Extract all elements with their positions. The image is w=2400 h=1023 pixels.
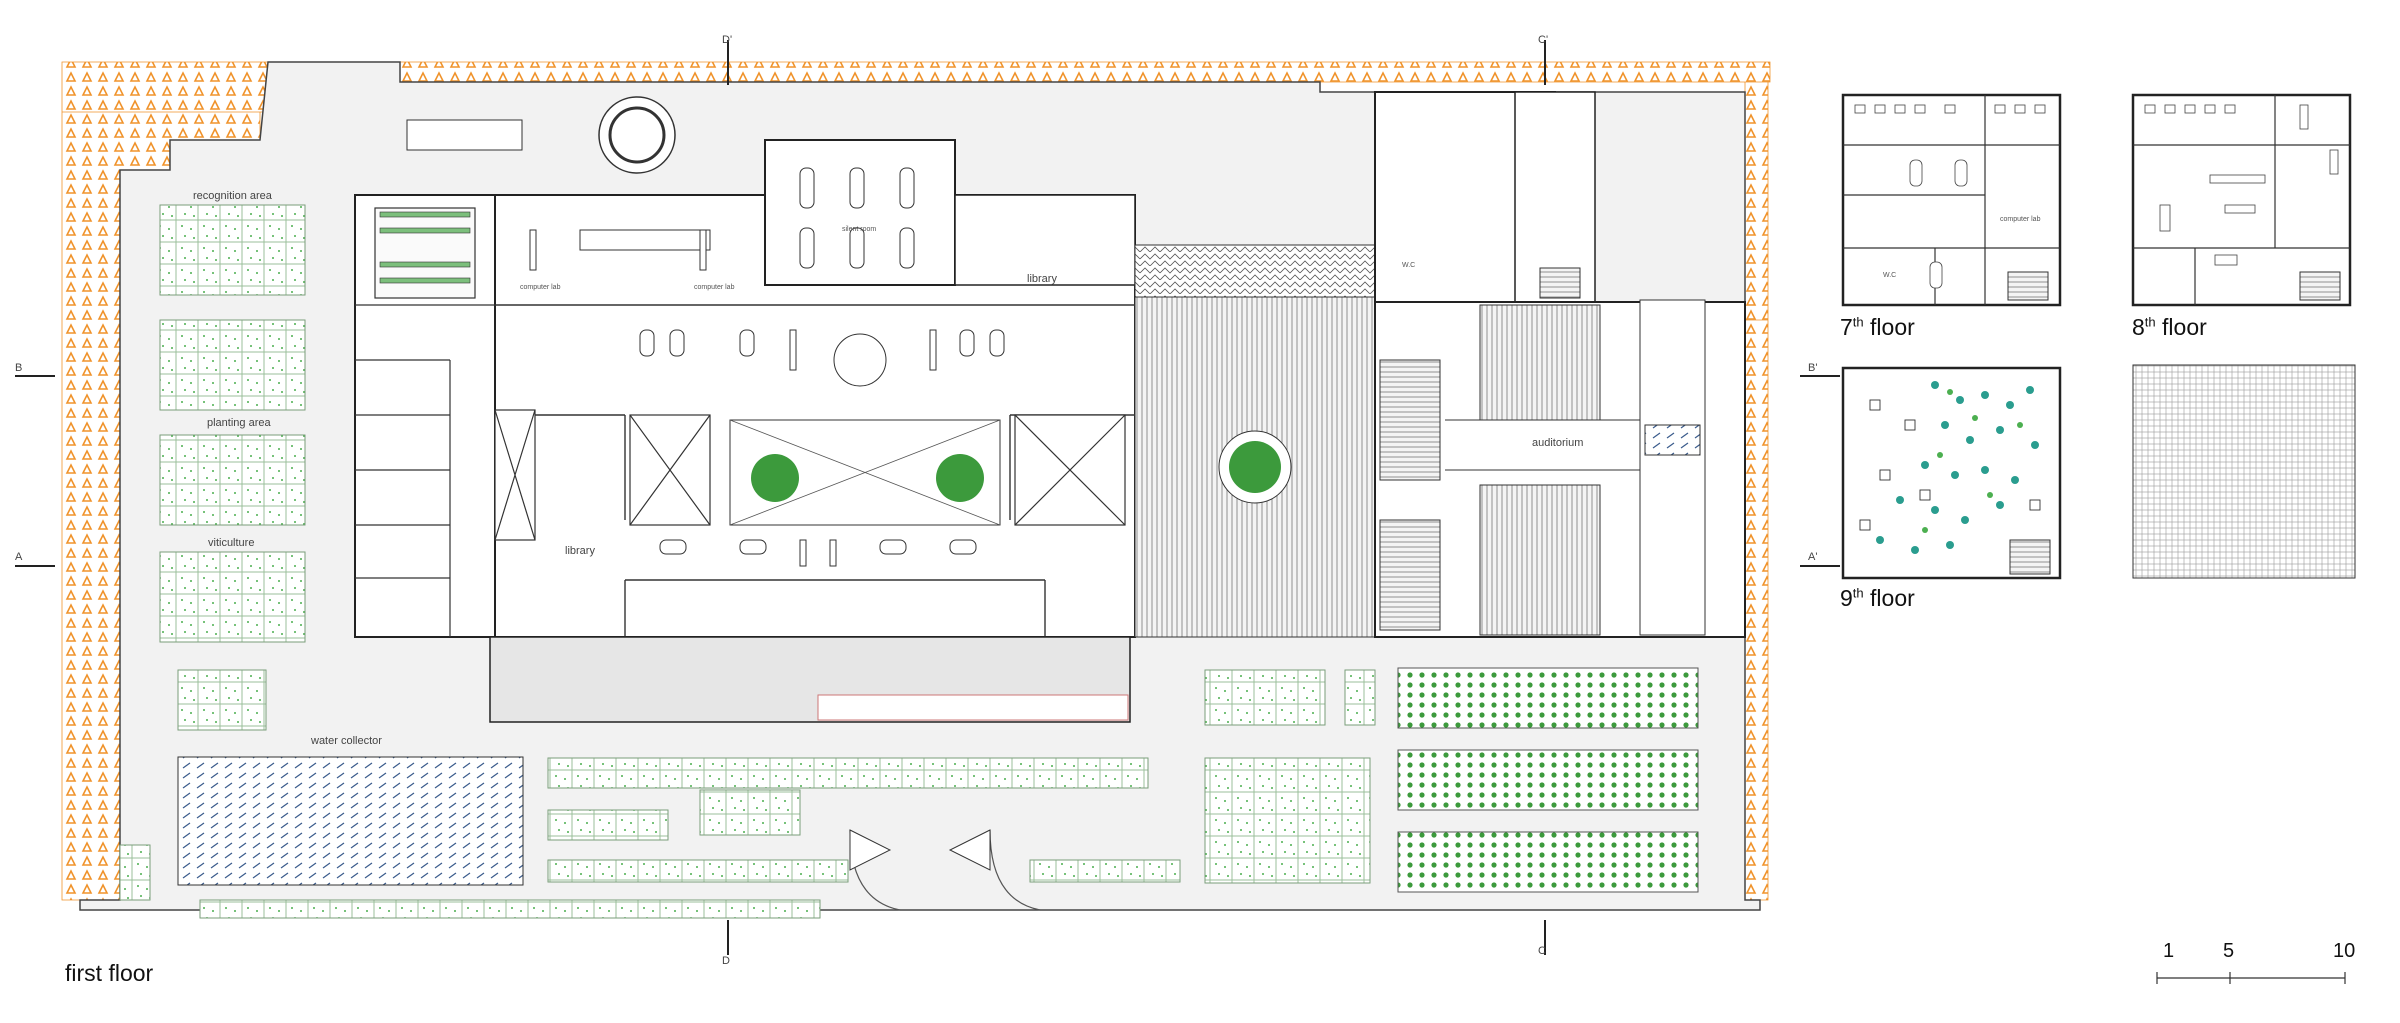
planting-strip-foot xyxy=(199,899,821,919)
double-height-voids xyxy=(494,409,1126,541)
seating-block xyxy=(406,119,523,151)
section-mark-d: D xyxy=(722,955,730,967)
library-upper-label: library xyxy=(1027,273,1057,285)
section-mark-b-prime: B' xyxy=(1808,362,1818,374)
planting-strip-south-2 xyxy=(547,809,669,841)
vine-rows-1 xyxy=(1397,667,1699,729)
planting-cluster-east-2 xyxy=(1204,757,1371,884)
planting-area-grid xyxy=(159,434,306,526)
entrance-gate xyxy=(849,829,991,871)
first-floor-title: first floor xyxy=(65,960,154,986)
wc-7th-label: W.C xyxy=(1883,272,1897,279)
atrium-diagonal xyxy=(729,419,1001,526)
lab-benches xyxy=(379,211,471,284)
section-mark-b: B xyxy=(15,362,23,374)
planting-grid-1 xyxy=(159,319,306,411)
water-collector-pool xyxy=(177,756,524,886)
planting-area-label: planting area xyxy=(207,417,271,429)
seventh-floor-plan xyxy=(1841,93,2062,307)
viticulture-grid xyxy=(159,551,306,643)
vine-rows-2 xyxy=(1397,749,1699,811)
scale-bar-graphic xyxy=(2156,972,2346,984)
computer-lab-7th-label: computer lab xyxy=(2000,216,2041,223)
round-feature-inner xyxy=(608,106,666,164)
library-upper-block xyxy=(954,194,1136,286)
vine-rows-3 xyxy=(1397,831,1699,893)
planting-cluster-east-3 xyxy=(1344,669,1376,726)
recognition-area-label: recognition area xyxy=(193,190,272,202)
section-markers xyxy=(15,40,1840,955)
silent-room-label: silent room xyxy=(842,226,877,233)
section-mark-a-prime: A' xyxy=(1808,551,1818,563)
planting-block-small xyxy=(177,669,267,731)
eighth-floor-title: 8th floor xyxy=(2132,314,2207,340)
auditorium-stair-west xyxy=(1379,359,1441,481)
planting-strip-south-5 xyxy=(1029,859,1181,883)
planting-block-corner xyxy=(119,844,151,901)
wc-label: W.C xyxy=(1402,262,1416,269)
computer-lab-label-2: computer lab xyxy=(694,284,735,291)
first-floor-plan xyxy=(15,40,1840,955)
roof-grid-plan xyxy=(2132,364,2356,579)
ninth-floor-title: 9th floor xyxy=(1840,585,1915,611)
seventh-floor-title: 7th floor xyxy=(1840,314,1915,340)
auditorium-seating-south xyxy=(1479,484,1601,636)
library-main-label: library xyxy=(565,545,595,557)
plaza-tree xyxy=(1229,441,1281,493)
plaza-paving-zigzag xyxy=(1134,244,1376,298)
stair-north xyxy=(1539,267,1581,299)
viticulture-label: viticulture xyxy=(208,537,255,549)
classroom-block xyxy=(1514,91,1596,303)
reading-tables xyxy=(529,167,1005,567)
section-mark-c: C xyxy=(1538,945,1546,957)
section-mark-d-prime: D' xyxy=(722,34,733,46)
planting-strip-south-3 xyxy=(699,789,801,836)
auditorium-east-corridor xyxy=(1639,299,1706,636)
computer-lab-label-1: computer lab xyxy=(520,284,561,291)
planting-strip-south-4 xyxy=(547,859,849,883)
auditorium-pool xyxy=(1644,424,1701,456)
auditorium-label: auditorium xyxy=(1532,437,1584,449)
water-collector-label: water collector xyxy=(311,735,382,747)
scale-label-10: 10 xyxy=(2333,940,2356,962)
atrium-tree xyxy=(751,454,984,502)
auditorium-seating-north xyxy=(1479,304,1601,421)
section-mark-a: A xyxy=(15,551,23,563)
recognition-area-grid xyxy=(159,204,306,296)
ninth-floor-plan xyxy=(1841,366,2062,580)
scale-label-5: 5 xyxy=(2223,940,2235,962)
planting-strip-south xyxy=(547,757,1149,789)
eighth-floor-plan xyxy=(2131,93,2352,307)
terrace-benches xyxy=(817,694,1129,721)
scale-label-1: 1 xyxy=(2163,940,2175,962)
section-mark-c-prime: C' xyxy=(1538,34,1549,46)
planting-cluster-east xyxy=(1204,669,1326,726)
auditorium-stair-south xyxy=(1379,519,1441,631)
